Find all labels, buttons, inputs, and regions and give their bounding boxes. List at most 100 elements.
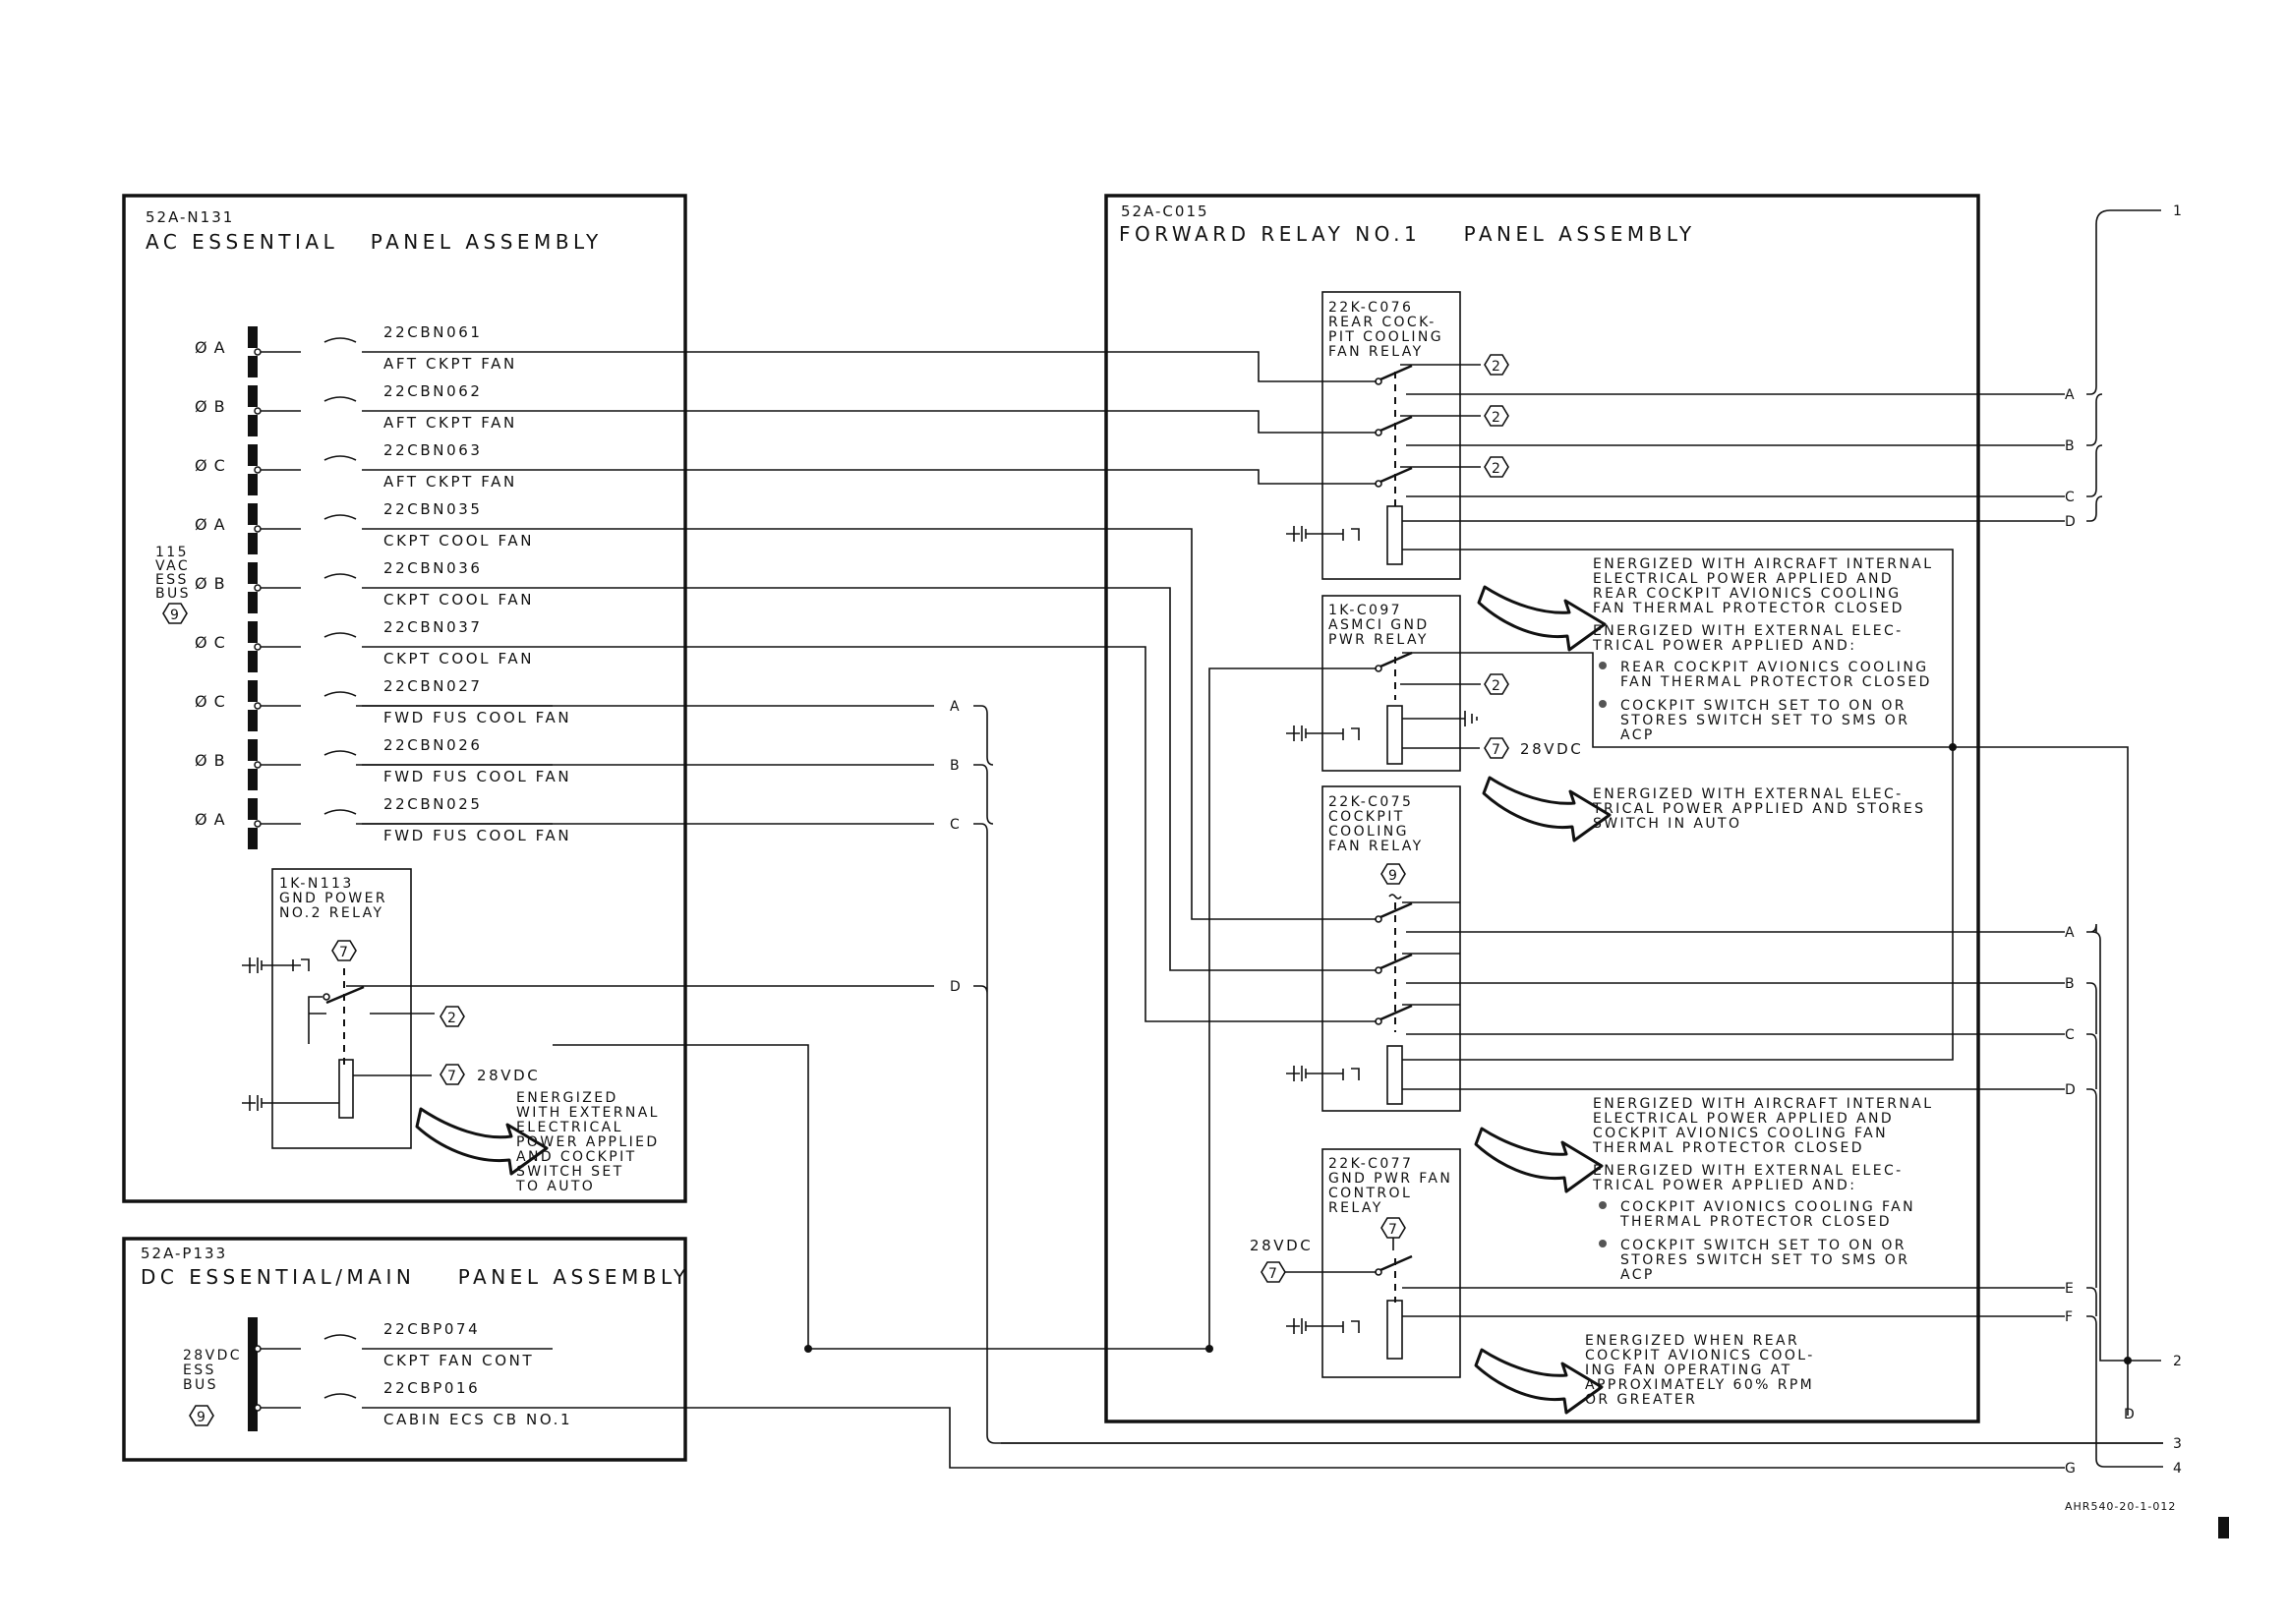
- relay-c077-label-3: CONTROL: [1328, 1186, 1412, 1201]
- gnd-relay-note-contact: [440, 1006, 465, 1027]
- note-n1-line-2: ELECTRICAL POWER APPLIED AND: [1593, 571, 1894, 587]
- note-n3b-line-2: TRICAL POWER APPLIED AND:: [1592, 1178, 1856, 1193]
- circuit-breaker-icon: [323, 1393, 357, 1399]
- relay-c075-arm-2: [1379, 953, 1413, 970]
- note-n1-line-1: ENERGIZED WITH AIRCRAFT INTERNAL: [1593, 556, 1933, 572]
- fwd-panel-title: FORWARD RELAY NO.1 PANEL ASSEMBLY: [1119, 222, 1696, 246]
- circuit-breaker-icon: [323, 1334, 357, 1340]
- dc-panel-title: DC ESSENTIAL/MAIN PANEL ASSEMBLY: [141, 1265, 690, 1289]
- relay-c077-top-note: 7: [1388, 1222, 1399, 1238]
- breaker-id: 22CBN036: [383, 559, 483, 577]
- gnd-relay-energized-line-4: POWER APPLIED: [516, 1134, 660, 1150]
- note-n4-line-1: ENERGIZED WHEN REAR: [1585, 1333, 1799, 1349]
- bus-bar-segment: [248, 828, 258, 849]
- breaker-id: 22CBN035: [383, 500, 483, 518]
- gnd-relay-contact-wires: [308, 985, 553, 1044]
- breaker-phase: Ø C: [195, 633, 226, 652]
- breaker-name: CKPT COOL FAN: [383, 650, 534, 667]
- energized-arrow-icon: [415, 1107, 549, 1176]
- relay-c075-contact-wires: [1402, 901, 1460, 1006]
- relay-c076-label-3: PIT COOLING: [1328, 329, 1443, 345]
- breaker-name: AFT CKPT FAN: [383, 414, 517, 432]
- ac-output-wires: [356, 705, 934, 987]
- breaker-terminal: [254, 643, 262, 651]
- circuit-breaker-icon: [323, 632, 357, 638]
- breaker-name: CKPT COOL FAN: [383, 591, 534, 609]
- breaker-phase: Ø C: [195, 456, 226, 475]
- relay-c075-output-wires: [1406, 931, 2065, 1035]
- ac-bus-label-2: VAC: [155, 558, 190, 574]
- relay-c075-pivot-1: [1375, 915, 1382, 923]
- breaker-terminal: [254, 702, 262, 710]
- note-n1-line-3: REAR COCKPIT AVIONICS COOLING: [1593, 586, 1901, 602]
- fwd-panel-id: 52A-C015: [1121, 203, 1209, 220]
- relay-c075-top-note: 9: [1388, 868, 1399, 884]
- forward-relay-panel: 52A-C015 FORWARD RELAY NO.1 PANEL ASSEMB…: [553, 194, 2129, 1423]
- note-n3-line-3: COCKPIT AVIONICS COOLING FAN: [1593, 1126, 1888, 1141]
- note-n1d-bullet: [1599, 700, 1607, 708]
- breaker-phase: Ø A: [195, 810, 226, 829]
- relay-c097-coil-wires: [1402, 711, 1480, 749]
- relay-c077-top-hexagon: [1380, 1217, 1406, 1239]
- relay-c076-note-hexagon-3: [1484, 456, 1509, 478]
- energized-arrow-icon: [1477, 585, 1607, 652]
- note-n1c-line-1: REAR COCKPIT AVIONICS COOLING: [1620, 660, 1928, 675]
- relay-c097-label-1: 1K-C097: [1328, 603, 1402, 618]
- ground-icon: [1286, 1066, 1360, 1081]
- ac-output-a: A: [950, 699, 962, 715]
- right-brackets: D 1 2 3 4: [1001, 203, 2182, 1477]
- ac-bus-label-4: BUS: [155, 586, 191, 602]
- fwd-output-mid-e: E: [2065, 1281, 2076, 1297]
- rear-cockpit-cooling-fan-relay: [1321, 291, 1461, 580]
- bracket-label-g: G: [2065, 1461, 2078, 1477]
- ac-bus-note: 9: [170, 608, 181, 623]
- note-n3-line-2: ELECTRICAL POWER APPLIED AND: [1593, 1111, 1894, 1127]
- gnd-relay-note-coil: [440, 1064, 465, 1085]
- ac-output-d: D: [950, 979, 963, 995]
- gnd-relay-energized-line-7: TO AUTO: [515, 1179, 595, 1194]
- note-n2-line-1: ENERGIZED WITH EXTERNAL ELEC-: [1593, 786, 1904, 802]
- circuit-breaker-icon: [323, 691, 357, 697]
- ckpt-cool-fan-wires: [553, 528, 1377, 1022]
- fwd-output-top-d: D: [2065, 514, 2078, 530]
- breaker-phase: Ø B: [195, 397, 226, 416]
- cockpit-cooling-fan-relay: [1321, 785, 1461, 1112]
- breaker-phase: Ø B: [195, 574, 226, 593]
- ground-icon: [242, 957, 310, 973]
- dc-bus-label-3: BUS: [183, 1377, 218, 1393]
- note-n1b-line-2: TRICAL POWER APPLIED AND:: [1592, 638, 1856, 654]
- breaker-name: AFT CKPT FAN: [383, 473, 517, 491]
- breaker-phase: Ø A: [195, 338, 226, 357]
- relay-c075-tilde: [1388, 894, 1402, 899]
- bracket-label-d: D: [2124, 1407, 2137, 1422]
- dc-junction-dot-2: [1205, 1345, 1213, 1353]
- relay-c097-wires: [1400, 652, 2129, 1349]
- page-marker: [2218, 1517, 2229, 1538]
- relay-c077-pivot: [1375, 1268, 1382, 1276]
- gnd-relay-contact-arm: [325, 985, 365, 1005]
- relay-c076-note-wires: [1400, 364, 1481, 468]
- breaker-phase: Ø A: [195, 515, 226, 534]
- relay-c076-note-hexagon-2: [1484, 405, 1509, 427]
- gnd-relay-energized-line-2: WITH EXTERNAL: [516, 1105, 660, 1121]
- breaker-id: 22CBP016: [383, 1379, 480, 1397]
- relay-c075-arm-3: [1379, 1004, 1413, 1021]
- relay-c097-coil-note: 7: [1492, 742, 1502, 758]
- relay-c075-label-4: FAN RELAY: [1328, 839, 1424, 854]
- relay-c075-label-2: COCKPIT: [1328, 809, 1405, 825]
- relay-c076-label-2: REAR COCK-: [1328, 315, 1437, 330]
- dc-bus-label-2: ESS: [183, 1363, 216, 1378]
- bus-bar-segment: [248, 798, 258, 820]
- bracket-2-junction-dot: [2124, 1357, 2132, 1364]
- ckpt-fan-cont-wire: [553, 1044, 1209, 1350]
- relay-c077-label-4: RELAY: [1328, 1200, 1383, 1216]
- gnd-relay-energized-line-6: SWITCH SET: [516, 1164, 624, 1180]
- breaker-id: 22CBN062: [383, 382, 483, 400]
- gnd-relay-energized-line-5: AND COCKPIT: [516, 1149, 637, 1165]
- ac-bus-label-1: 115: [155, 545, 189, 560]
- ground-icon: [1286, 725, 1360, 741]
- dc-bus-bar: [248, 1317, 258, 1431]
